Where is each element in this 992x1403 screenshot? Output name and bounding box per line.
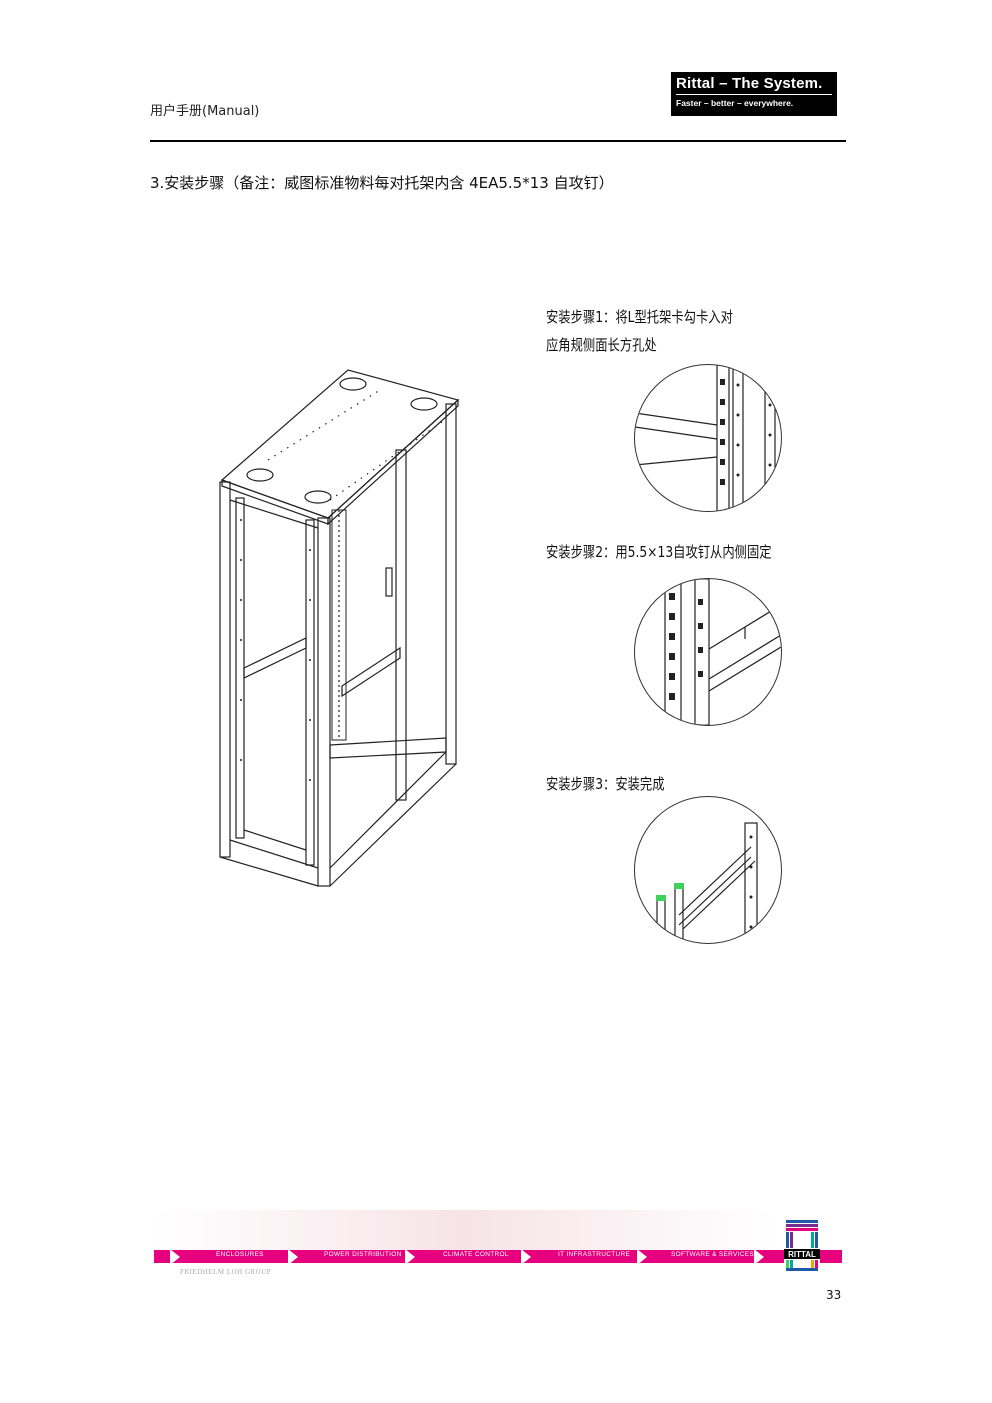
footer-gradient-band <box>154 1210 774 1250</box>
brand-line2: Faster – better – everywhere. <box>676 98 794 108</box>
step1-line2: 应角规侧面长方孔处 <box>546 336 657 354</box>
footer-item-enclosures: ENCLOSURES <box>216 1251 264 1258</box>
footer-item-power-distribution: POWER DISTRIBUTION <box>324 1251 402 1258</box>
step1-detail-circle <box>634 364 782 512</box>
step3-detail-circle <box>634 796 782 944</box>
section-title: 3.安装步骤（备注：威图标准物料每对托架内含 4EA5.5*13 自攻钉） <box>150 174 614 192</box>
header-rule <box>150 140 846 142</box>
page-number: 33 <box>826 1288 842 1302</box>
group-label: FRIEDHELM LOH GROUP <box>180 1268 272 1276</box>
brand-line1: Rittal – The System. <box>676 75 832 95</box>
step2-detail-drawing <box>664 579 781 725</box>
step3-detail-drawing <box>656 822 758 943</box>
footer-item-climate-control: CLIMATE CONTROL <box>443 1251 509 1258</box>
chevron-right-icon <box>288 1249 298 1265</box>
chevron-right-icon <box>754 1249 764 1265</box>
step1-detail-drawing <box>635 365 776 511</box>
step2-line1: 安装步骤2：用5.5×13自攻钉从内侧固定 <box>546 543 772 561</box>
rittal-logo-text: RITTAL <box>788 1250 816 1259</box>
manual-label: 用户手册(Manual) <box>150 104 260 119</box>
footer-bar <box>154 1250 842 1263</box>
rittal-brand-logo: Rittal – The System. Faster – better – e… <box>671 72 837 116</box>
rittal-square-logo: RITTAL <box>784 1218 820 1272</box>
step3-line1: 安装步骤3：安装完成 <box>546 775 665 793</box>
step2-detail-circle <box>634 578 782 726</box>
chevron-right-icon <box>405 1249 415 1265</box>
chevron-right-icon <box>170 1249 180 1265</box>
chevron-right-icon <box>521 1249 531 1265</box>
footer-item-it-infrastructure: IT INFRASTRUCTURE <box>558 1251 631 1258</box>
footer-item-software-services: SOFTWARE & SERVICES <box>671 1251 754 1258</box>
chevron-right-icon <box>637 1249 647 1265</box>
cabinet-drawing <box>219 369 460 887</box>
step1-line1: 安装步骤1：将L型托架卡勾卡入对 <box>546 308 733 326</box>
